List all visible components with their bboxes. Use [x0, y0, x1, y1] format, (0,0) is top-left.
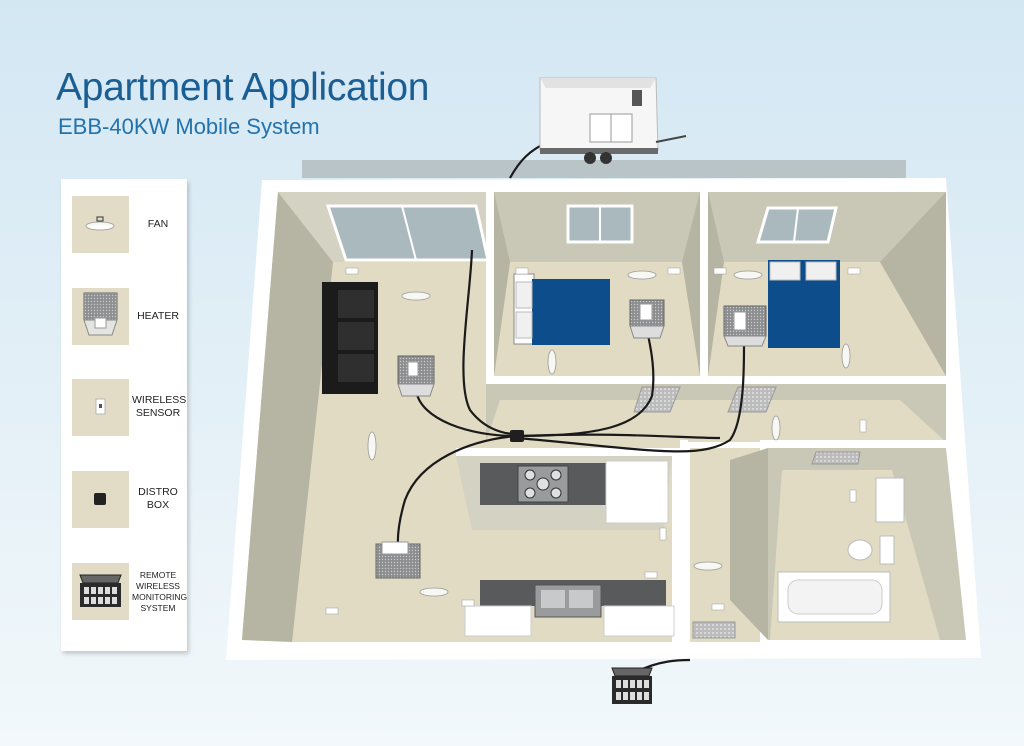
building-pad [302, 160, 906, 178]
fans [367, 270, 851, 597]
legend-label-fan: FAN [147, 218, 169, 230]
hallway [486, 380, 946, 442]
refrigerator [605, 460, 669, 524]
toilet [847, 539, 873, 561]
legend-panel: FAN HEATER WIRELESS SENSOR DISTRO BOX [61, 179, 187, 651]
heater-kitchen [375, 541, 421, 579]
legend-label-heater: HEATER [137, 310, 179, 322]
wireless-sensor-icon [95, 398, 106, 415]
bedroom-1 [494, 192, 700, 376]
fan-icon [85, 216, 115, 231]
page-title: Apartment Application [56, 66, 430, 109]
heater-bedroom-2 [723, 305, 767, 347]
heater-icon [83, 292, 118, 336]
heater-living-room [397, 355, 435, 397]
distro-box [510, 430, 524, 442]
legend-label-wireless-sensor: WIRELESS SENSOR [132, 394, 187, 419]
bed-1 [532, 279, 610, 345]
distro-box-icon [94, 493, 106, 505]
kitchen [292, 440, 680, 642]
sofa [322, 282, 378, 394]
mobile-system-trailer [539, 77, 687, 164]
legend-label-distro-box: DISTRO BOX [138, 486, 178, 511]
wireless-sensors [325, 267, 867, 615]
heater-bedroom-1 [629, 299, 665, 339]
remote-wireless-monitoring-system-icon [79, 574, 122, 607]
legend-label-remote-monitoring: REMOTE WIRELESS MONITORING SYSTEM [132, 570, 188, 613]
bedroom-2 [708, 192, 946, 376]
remote-monitoring-unit [611, 667, 653, 704]
bathroom [768, 448, 966, 640]
hall-closets [633, 386, 861, 642]
page-subtitle: EBB-40KW Mobile System [58, 114, 320, 139]
bathroom-sink [875, 477, 905, 523]
